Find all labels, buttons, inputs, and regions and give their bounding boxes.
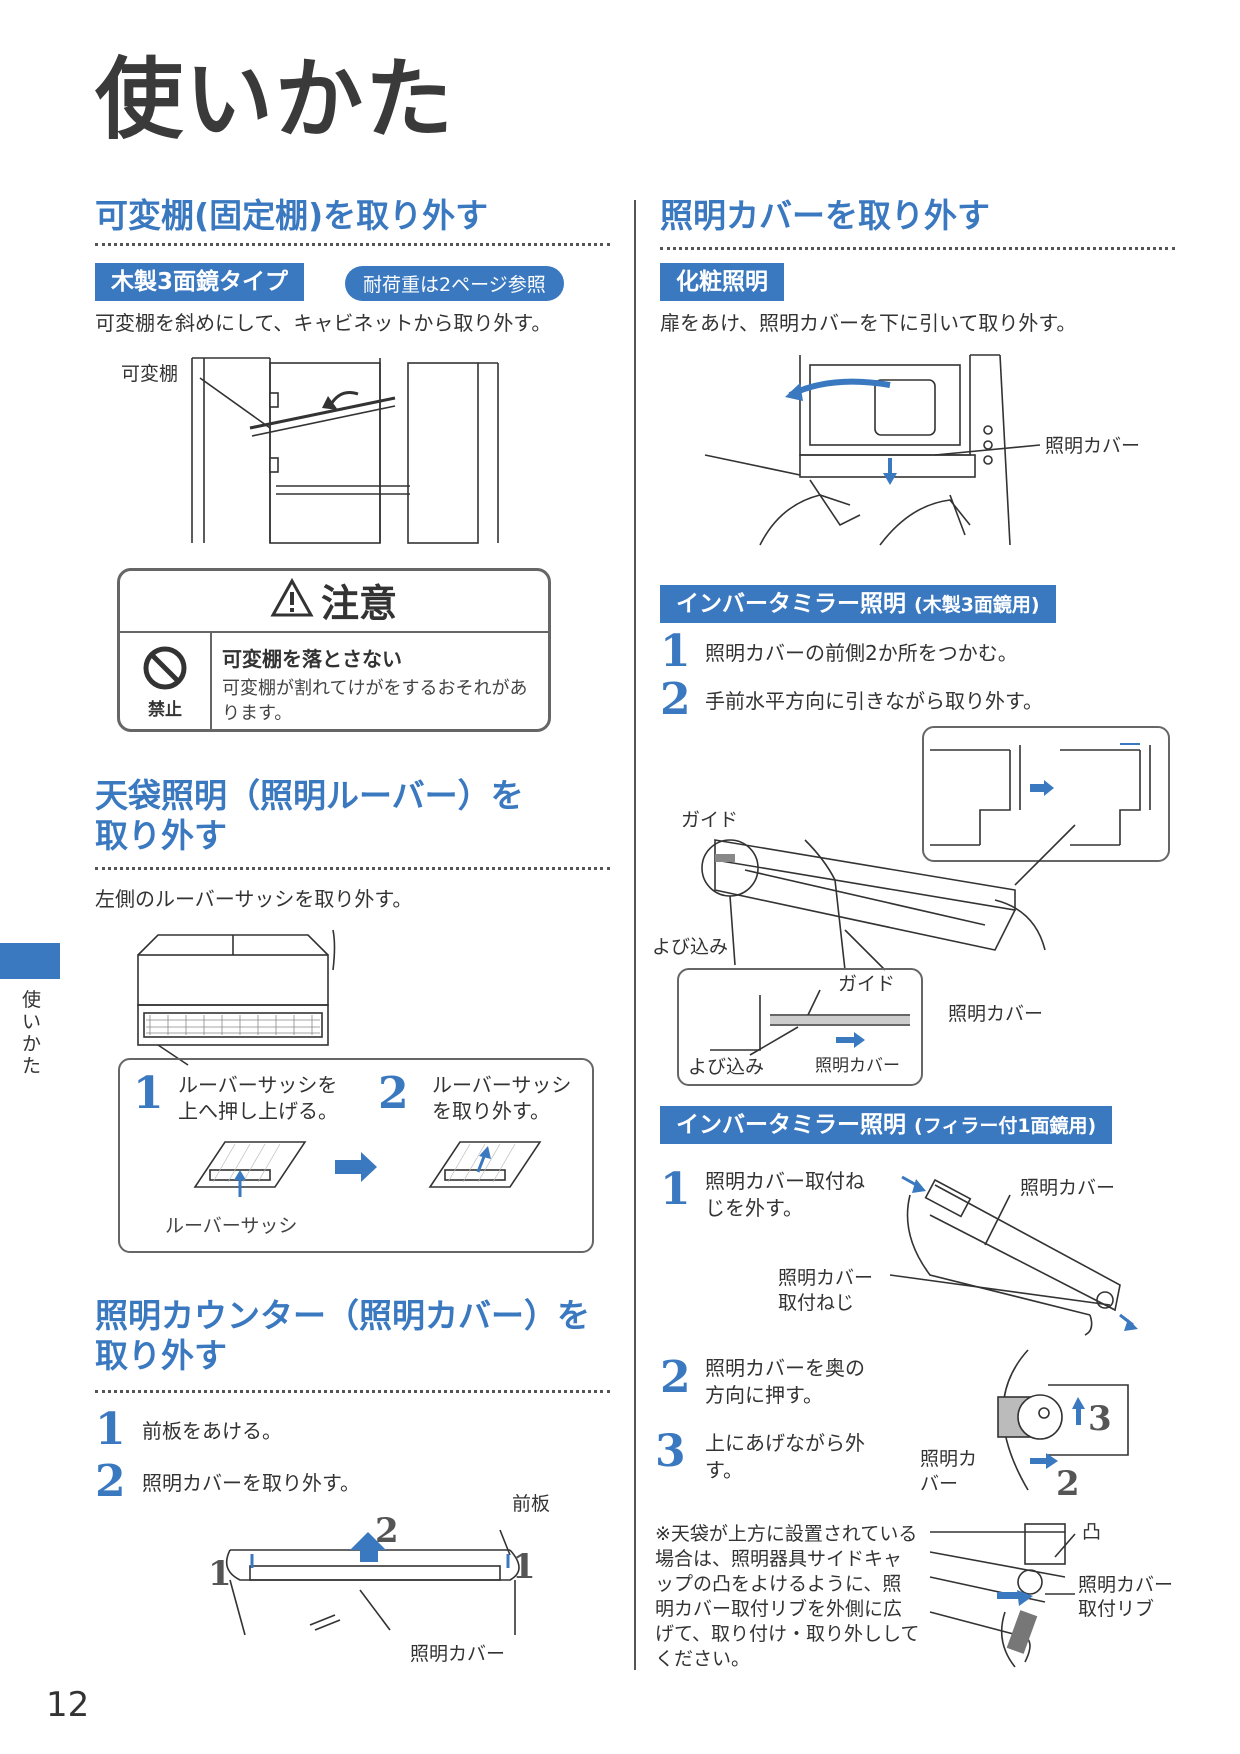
inverter-filler-tag-sub: (フィラー付1面鏡用) (914, 1115, 1097, 1137)
louver-step1-text: ルーバーサッシを上へ押し上げる。 (178, 1073, 338, 1123)
caution-text: 可変棚が割れてけがをするおそれがあります。 (222, 678, 528, 725)
inverter-detail-box-top (922, 726, 1170, 862)
svg-text:2: 2 (375, 1511, 399, 1551)
filler-cover-label: 照明カバー (1020, 1177, 1116, 1199)
guide-label: ガイド (681, 809, 739, 831)
load-reference-badge: 耐荷重は2ページ参照 (345, 266, 564, 301)
filler-push-illustration: 3 2 (997, 1349, 1129, 1504)
yobikomi-label: よび込み (652, 936, 729, 958)
svg-text:3: 3 (1088, 1399, 1112, 1439)
column-divider (634, 200, 636, 1670)
front-panel-label: 前板 (512, 1493, 551, 1515)
counter-cover-label: 照明カバー (410, 1643, 506, 1665)
counter-step2-text: 照明カバーを取り外す。 (142, 1471, 360, 1495)
divider (660, 247, 1175, 250)
caution-headline: 可変棚を落とさない (222, 647, 402, 671)
louver-steps-box (118, 1058, 594, 1253)
guide-label-detail: ガイド (838, 973, 896, 995)
step-number-1: 1 (660, 626, 691, 677)
caution-icon-cell: 禁止 (120, 631, 212, 729)
vanity-cover-label: 照明カバー (1045, 435, 1141, 457)
side-tab-label: 使いかた (22, 989, 42, 1077)
step-number-2: 2 (660, 674, 691, 725)
step-number-2: 2 (378, 1068, 409, 1119)
louver-step-illustration (193, 1141, 542, 1197)
caution-content: 可変棚を落とさない 可変棚が割れてけがをするおそれがあります。 (222, 643, 540, 726)
inverter-detail-top-illustration (930, 743, 1151, 846)
filler-note: ※天袋が上方に設置されている場合は、照明器具サイドキャップの凸をよけるように、照… (655, 1523, 920, 1671)
divider (95, 1390, 610, 1393)
divider (95, 243, 610, 246)
section-heading-shelf: 可変棚(固定棚)を取り外す (95, 196, 489, 235)
type-tag-inverter-wood: インバータミラー照明 (木製3面鏡用) (660, 585, 1056, 624)
counter-illustration: 1 1 2 (208, 1511, 536, 1636)
louver-instruction: 左側のルーバーサッシを取り外す。 (95, 887, 413, 911)
step-number-1: 1 (660, 1164, 691, 1215)
inverter-wood-step1-text: 照明カバーの前側2か所をつかむ。 (705, 641, 1018, 665)
divider (95, 867, 610, 870)
filler-step1-text: 照明カバー取付ねじを外す。 (705, 1169, 865, 1220)
step-number-2: 2 (660, 1352, 691, 1403)
filler-cover-illustration (889, 1175, 1138, 1336)
caution-title: 注意 (320, 581, 397, 626)
svg-text:1: 1 (208, 1554, 232, 1594)
step-number-3: 3 (655, 1426, 686, 1477)
totsu-label: 凸 (1082, 1521, 1102, 1543)
filler-rib-illustration (929, 1523, 1076, 1668)
step-number-2: 2 (95, 1456, 126, 1507)
svg-text:1: 1 (512, 1547, 536, 1587)
warning-triangle-icon (270, 574, 314, 634)
filler-step3-text: 上にあげながら外す。 (705, 1431, 865, 1482)
inverter-wood-step2-text: 手前水平方向に引きながら取り外す。 (705, 689, 1043, 713)
louver-step2-text: ルーバーサッシを取り外す。 (432, 1073, 572, 1123)
type-tag-vanity-light: 化粧照明 (660, 263, 784, 302)
side-tab-marker (0, 943, 60, 979)
prohibited-icon (142, 645, 188, 691)
filler-step2-text: 照明カバーを奥の方向に押す。 (705, 1356, 865, 1407)
filler-screw-label: 照明カバー取付ねじ (778, 1267, 874, 1314)
filler-cover-label-2: 照明カバー (920, 1448, 978, 1495)
step-number-1: 1 (133, 1068, 164, 1119)
section-heading-louver: 天袋照明（照明ルーバー）を取り外す (95, 776, 524, 856)
prohibited-label: 禁止 (148, 700, 182, 720)
section-heading-counter: 照明カウンター（照明カバー）を取り外す (95, 1296, 590, 1376)
inverter-wood-illustration (701, 824, 1076, 971)
louver-sash-label: ルーバーサッシ (165, 1215, 298, 1237)
louver-cabinet-illustration (137, 929, 336, 1066)
page-title: 使いかた (95, 48, 456, 151)
shelf-label: 可変棚 (121, 363, 179, 385)
inverter-detail-bottom-illustration (710, 989, 910, 1056)
vanity-light-instruction: 扉をあけ、照明カバーを下に引いて取り外す。 (660, 311, 1077, 335)
inverter-tag-text: インバータミラー照明 (676, 591, 906, 617)
caution-header: 注意 (120, 571, 548, 633)
inverter-cover-label-detail: 照明カバー (815, 1056, 900, 1076)
vanity-light-illustration (704, 354, 1041, 546)
section-heading-cover: 照明カバーを取り外す (660, 196, 990, 235)
caution-box: 注意 禁止 可変棚を落とさない 可変棚が割れてけがをするおそれがあります。 (117, 568, 551, 732)
counter-step1-text: 前板をあける。 (142, 1419, 282, 1443)
page-number: 12 (46, 1685, 90, 1725)
inverter-tag-sub: (木製3面鏡用) (914, 594, 1040, 616)
shelf-illustration (191, 357, 499, 544)
step-number-1: 1 (95, 1404, 126, 1455)
shelf-instruction: 可変棚を斜めにして、キャビネットから取り外す。 (95, 311, 552, 335)
svg-text:2: 2 (1056, 1464, 1080, 1504)
inverter-detail-box-bottom (677, 968, 923, 1086)
inverter-filler-tag-text: インバータミラー照明 (676, 1112, 906, 1138)
inverter-cover-label: 照明カバー (948, 1003, 1044, 1025)
type-tag-inverter-filler: インバータミラー照明 (フィラー付1面鏡用) (660, 1106, 1113, 1145)
type-tag-wood: 木製3面鏡タイプ (95, 263, 305, 302)
yobikomi-label-detail: よび込み (688, 1056, 765, 1078)
rib-label: 照明カバー取付リブ (1078, 1574, 1174, 1620)
